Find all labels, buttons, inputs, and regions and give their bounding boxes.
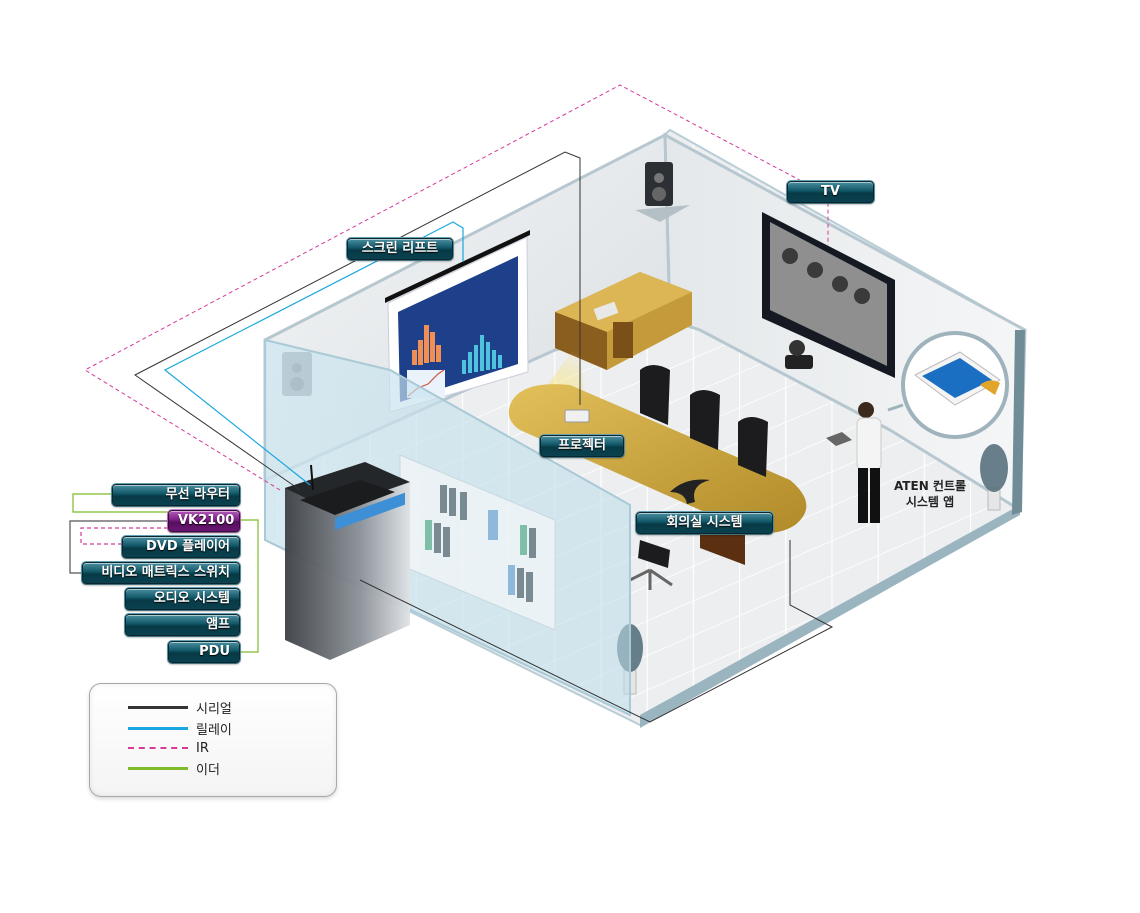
legend-item-ethernet: 이더	[128, 759, 220, 778]
ir-line	[83, 84, 829, 491]
control-app-line1: ATEN 컨트롤	[893, 479, 967, 493]
legend-item-serial: 시리얼	[128, 698, 232, 717]
projection-screen	[385, 230, 530, 413]
legend-label: 이더	[196, 762, 220, 778]
legend-label: 릴레이	[196, 722, 232, 738]
label-projector: 프로젝터	[540, 435, 624, 457]
label-amplifier: 앰프	[125, 614, 240, 636]
relay-line-swatch	[128, 726, 188, 730]
connection-lines	[83, 84, 834, 723]
serial-line	[134, 151, 581, 491]
legend-label: 시리얼	[196, 701, 232, 717]
plant-icon	[980, 444, 1008, 511]
ir-line-swatch	[128, 747, 188, 749]
label-control-app: ATEN 컨트롤 시스템 앱	[880, 478, 980, 510]
label-screen-lift: 스크린 리프트	[347, 238, 453, 260]
person-with-tablet	[826, 402, 882, 523]
bookshelf	[399, 454, 556, 631]
label-pdu: PDU	[168, 641, 240, 663]
legend-label: IR	[196, 740, 209, 756]
tv-screen	[762, 212, 895, 378]
label-dvd-player: DVD 플레이어	[122, 536, 240, 558]
equipment-rack	[285, 462, 410, 660]
chairs	[629, 365, 768, 590]
ethernet-line-swatch	[128, 766, 188, 770]
label-vk2100: VK2100	[168, 510, 240, 532]
label-tv: TV	[787, 181, 874, 203]
label-wireless-router: 무선 라우터	[112, 484, 240, 506]
conference-phone-icon	[670, 479, 710, 504]
camera-icon	[785, 340, 813, 369]
serial-line-swatch	[128, 705, 188, 709]
serial-line	[359, 540, 834, 723]
speaker-icon	[635, 162, 690, 222]
control-app-line2: 시스템 앱	[905, 495, 955, 509]
projector-device	[564, 409, 590, 423]
tablet-zoom-inset	[887, 331, 1009, 439]
wall-edge	[1012, 330, 1025, 515]
legend-item-ir: IR	[128, 739, 209, 757]
legend: 시리얼 릴레이 IR 이더	[89, 683, 337, 797]
rack-connectors	[69, 493, 259, 653]
floor-slab-edge	[640, 505, 1020, 728]
cabinet	[555, 272, 692, 370]
label-video-matrix-switch: 비디오 매트릭스 스위치	[82, 562, 240, 584]
legend-item-relay: 릴레이	[128, 719, 232, 738]
label-conference-system: 회의실 시스템	[636, 512, 773, 534]
label-audio-system: 오디오 시스템	[125, 588, 240, 610]
relay-line	[163, 221, 464, 486]
